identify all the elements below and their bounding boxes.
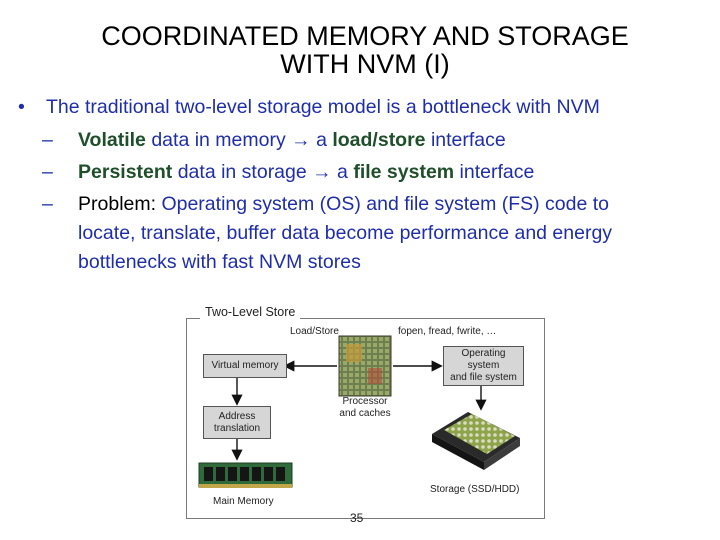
persistent-interface-text: interface [454, 161, 535, 183]
os-fs-line-2: system [467, 360, 500, 371]
dash-icon: – [42, 161, 53, 183]
virtual-memory-box: Virtual memory [203, 354, 287, 378]
address-line-1: Address [218, 410, 256, 422]
problem-line-2: locate, translate, buffer data become pe… [78, 222, 613, 244]
dash-icon: – [42, 129, 53, 151]
processor-label: Processor and caches [334, 396, 396, 420]
persistent-text-a: a [331, 161, 354, 183]
title-line-2: WITH NVM (I) [280, 49, 450, 79]
main-memory-label: Main Memory [213, 496, 274, 507]
diagram-title: Two-Level Store [200, 305, 301, 319]
page-number: 35 [350, 511, 364, 525]
os-fs-box: Operating system and file system [443, 346, 524, 386]
sub-bullet-volatile: – Volatile data in memory → a load/store… [18, 126, 708, 154]
processor-line-1: Processor [342, 396, 388, 407]
load-store-label: load/store [332, 129, 426, 151]
bullet-dot-icon: • [18, 96, 25, 118]
right-arrow-icon: → [291, 129, 311, 151]
title-line-1: COORDINATED MEMORY AND STORAGE [101, 21, 629, 51]
address-line-2: translation [213, 422, 261, 434]
persistent-label: Persistent [78, 161, 173, 183]
os-fs-line-1: Operating [461, 348, 506, 359]
fopen-label: fopen, fread, fwrite, … [398, 326, 497, 337]
volatile-label: Volatile [78, 129, 146, 151]
bullet-list: • The traditional two-level storage mode… [18, 94, 708, 277]
slide-title: COORDINATED MEMORY AND STORAGE WITH NVM … [0, 22, 720, 78]
os-fs-line-3: and file system [450, 372, 517, 383]
sub-bullet-persistent: – Persistent data in storage → a file sy… [18, 158, 708, 186]
sub-bullet-problem: – Problem: Operating system (OS) and fil… [18, 190, 708, 277]
volatile-text-a: a [310, 129, 333, 151]
problem-line-3: bottlenecks with fast NVM stores [78, 251, 361, 273]
main-bullet: • The traditional two-level storage mode… [18, 94, 708, 120]
two-level-store-frame [186, 318, 545, 519]
right-arrow-icon: → [312, 161, 332, 183]
problem-line-1: Operating system (OS) and file system (F… [161, 193, 610, 215]
main-bullet-text: The traditional two-level storage model … [46, 96, 600, 118]
processor-line-2: and caches [339, 408, 391, 419]
volatile-text: data in memory [145, 129, 292, 151]
virtual-memory-label: Virtual memory [211, 360, 279, 371]
file-system-label: file system [353, 161, 455, 183]
dram-module-icon [198, 462, 293, 488]
address-translation-box: Address translation [203, 406, 271, 439]
ssd-storage-icon [432, 412, 520, 470]
volatile-interface-text: interface [425, 129, 506, 151]
storage-label: Storage (SSD/HDD) [430, 484, 520, 495]
processor-chip-icon [338, 335, 392, 397]
persistent-text: data in storage [172, 161, 313, 183]
problem-lead: Problem: [78, 193, 162, 215]
load-store-label: Load/Store [290, 326, 339, 337]
dash-icon: – [42, 193, 53, 215]
